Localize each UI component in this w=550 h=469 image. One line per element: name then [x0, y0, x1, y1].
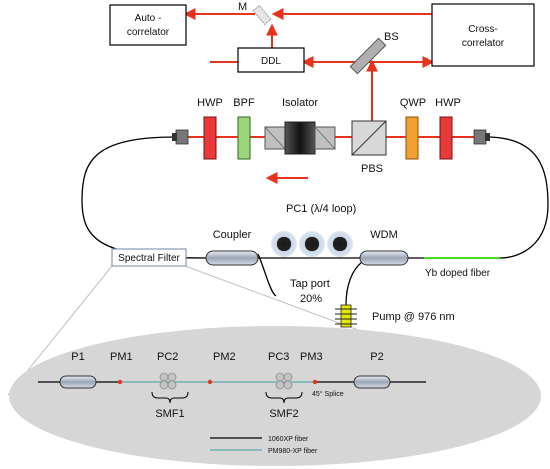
auto-correlator-label-1: Auto - — [135, 13, 162, 24]
fiber-right-loop — [485, 136, 549, 259]
wdm-label: WDM — [370, 229, 398, 241]
qwp: QWP — [400, 97, 426, 160]
smf1-brace — [151, 391, 189, 404]
pc1-paddle-1 — [271, 231, 297, 257]
pc1-paddle-3 — [327, 231, 353, 257]
splice-point-pm2 — [207, 379, 213, 385]
polarizer-p1: P1 — [59, 351, 97, 389]
smf1-label: SMF1 — [155, 408, 184, 420]
collimator-right — [473, 129, 490, 145]
spectral-filter-box: Spectral Filter — [111, 248, 187, 267]
wdm: WDM — [359, 229, 409, 266]
pm3-label: PM3 — [300, 351, 323, 363]
hwp-right: HWP — [435, 97, 461, 160]
bpf-label: BPF — [233, 97, 255, 109]
splice-label: 45° Splice — [312, 390, 344, 398]
beam-splitter: BS — [349, 31, 399, 75]
pump-label: Pump @ 976 nm — [372, 311, 455, 323]
pump-diode: Pump @ 976 nm — [335, 304, 455, 328]
coupler: Coupler — [205, 229, 259, 266]
splice-point-pm1 — [117, 379, 123, 385]
tap-port-fiber — [257, 253, 277, 297]
cross-correlator-box: Cross- correlator — [431, 3, 535, 67]
hwp-left: HWP — [197, 97, 223, 160]
spectral-filter-detail — [7, 265, 541, 466]
splice-point-pm3 — [312, 379, 318, 385]
collimator-left — [172, 129, 189, 145]
isolator: Isolator — [264, 97, 336, 155]
pc1-label: PC1 (λ/4 loop) — [286, 203, 356, 215]
ddl-label: DDL — [261, 56, 281, 67]
pm1-label: PM1 — [110, 351, 133, 363]
smf2-label: SMF2 — [269, 408, 298, 420]
coupler-label: Coupler — [213, 229, 252, 241]
fiber-left-loop — [81, 136, 207, 259]
pc2-paddles — [159, 372, 177, 390]
tap-port-label-2: 20% — [300, 293, 322, 305]
bs-label: BS — [384, 31, 399, 43]
hwp-left-label: HWP — [197, 97, 223, 109]
fiber-legend: 1060XP fiber PM980-XP fiber — [210, 436, 318, 455]
hwp-right-label: HWP — [435, 97, 461, 109]
pump-fiber — [345, 261, 363, 306]
polarizer-p2: P2 — [353, 351, 391, 389]
detail-ellipse — [9, 326, 541, 466]
auto-correlator-label-2: correlator — [127, 27, 170, 38]
legend-label-pm980: PM980-XP fiber — [268, 448, 318, 455]
isolator-label: Isolator — [282, 97, 318, 109]
cross-correlator-label-2: correlator — [462, 38, 505, 49]
p1-label: P1 — [71, 351, 84, 363]
p2-label: P2 — [370, 351, 383, 363]
mirror-m: M — [238, 1, 272, 26]
qwp-label: QWP — [400, 97, 426, 109]
auto-correlator-box: Auto - correlator — [109, 4, 187, 46]
pc1-paddle-2 — [299, 231, 325, 257]
pc1-paddles — [271, 231, 353, 257]
spectral-filter-label: Spectral Filter — [118, 253, 180, 264]
tap-port-label-1: Tap port — [290, 278, 330, 290]
pbs-label: PBS — [361, 163, 383, 175]
pc2-label: PC2 — [157, 351, 178, 363]
smf2-brace — [265, 391, 303, 404]
legend-label-1060xp: 1060XP fiber — [268, 436, 309, 443]
pc3-paddles — [275, 372, 293, 390]
pc3-label: PC3 — [268, 351, 289, 363]
cross-correlator-label-1: Cross- — [468, 24, 497, 35]
ddl-box: DDL — [237, 47, 305, 73]
mirror-label: M — [238, 1, 247, 13]
pbs: PBS — [351, 120, 387, 175]
bpf: BPF — [233, 97, 255, 160]
pm2-label: PM2 — [213, 351, 236, 363]
yb-fiber-label: Yb doped fiber — [425, 268, 491, 279]
